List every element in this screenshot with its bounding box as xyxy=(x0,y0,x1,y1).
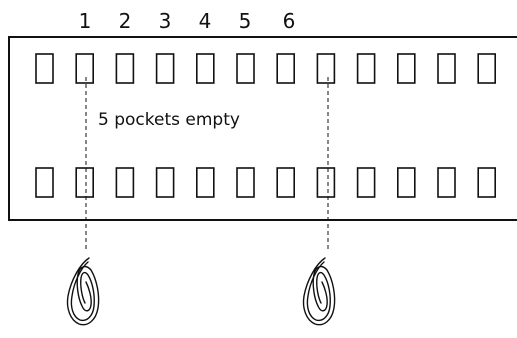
pocket-number-labels: 1 2 3 4 5 6 xyxy=(79,9,296,33)
bottom-pocket-2 xyxy=(76,168,93,197)
top-pocket-7 xyxy=(277,54,294,83)
pocket-number-3: 3 xyxy=(159,9,172,33)
bottom-pocket-3 xyxy=(116,168,133,197)
top-pocket-11 xyxy=(438,54,455,83)
top-pocket-3 xyxy=(116,54,133,83)
top-pocket-4 xyxy=(157,54,174,83)
bottom-pocket-4 xyxy=(157,168,174,197)
pocket-number-6: 6 xyxy=(283,9,296,33)
top-pocket-10 xyxy=(398,54,415,83)
bottom-pocket-10 xyxy=(398,168,415,197)
bottom-pocket-12 xyxy=(478,168,495,197)
bottom-pocket-7 xyxy=(277,168,294,197)
bottom-pocket-9 xyxy=(358,168,375,197)
bottom-pocket-8 xyxy=(317,168,334,197)
pocket-number-2: 2 xyxy=(119,9,132,33)
top-pocket-12 xyxy=(478,54,495,83)
top-pocket-9 xyxy=(358,54,375,83)
paperclip-icon xyxy=(67,258,98,325)
empty-pockets-caption: 5 pockets empty xyxy=(98,110,240,130)
bottom-pocket-6 xyxy=(237,168,254,197)
bottom-pocket-11 xyxy=(438,168,455,197)
top-pocket-8 xyxy=(317,54,334,83)
top-pocket-1 xyxy=(36,54,53,83)
pocket-number-1: 1 xyxy=(79,9,92,33)
bottom-pocket-5 xyxy=(197,168,214,197)
pocket-number-4: 4 xyxy=(199,9,212,33)
top-pocket-6 xyxy=(237,54,254,83)
top-pocket-2 xyxy=(76,54,93,83)
pocket-number-5: 5 xyxy=(239,9,252,33)
paperclip-icon xyxy=(303,258,334,325)
bottom-pocket-1 xyxy=(36,168,53,197)
pocket-panel xyxy=(9,37,517,220)
top-pocket-5 xyxy=(197,54,214,83)
